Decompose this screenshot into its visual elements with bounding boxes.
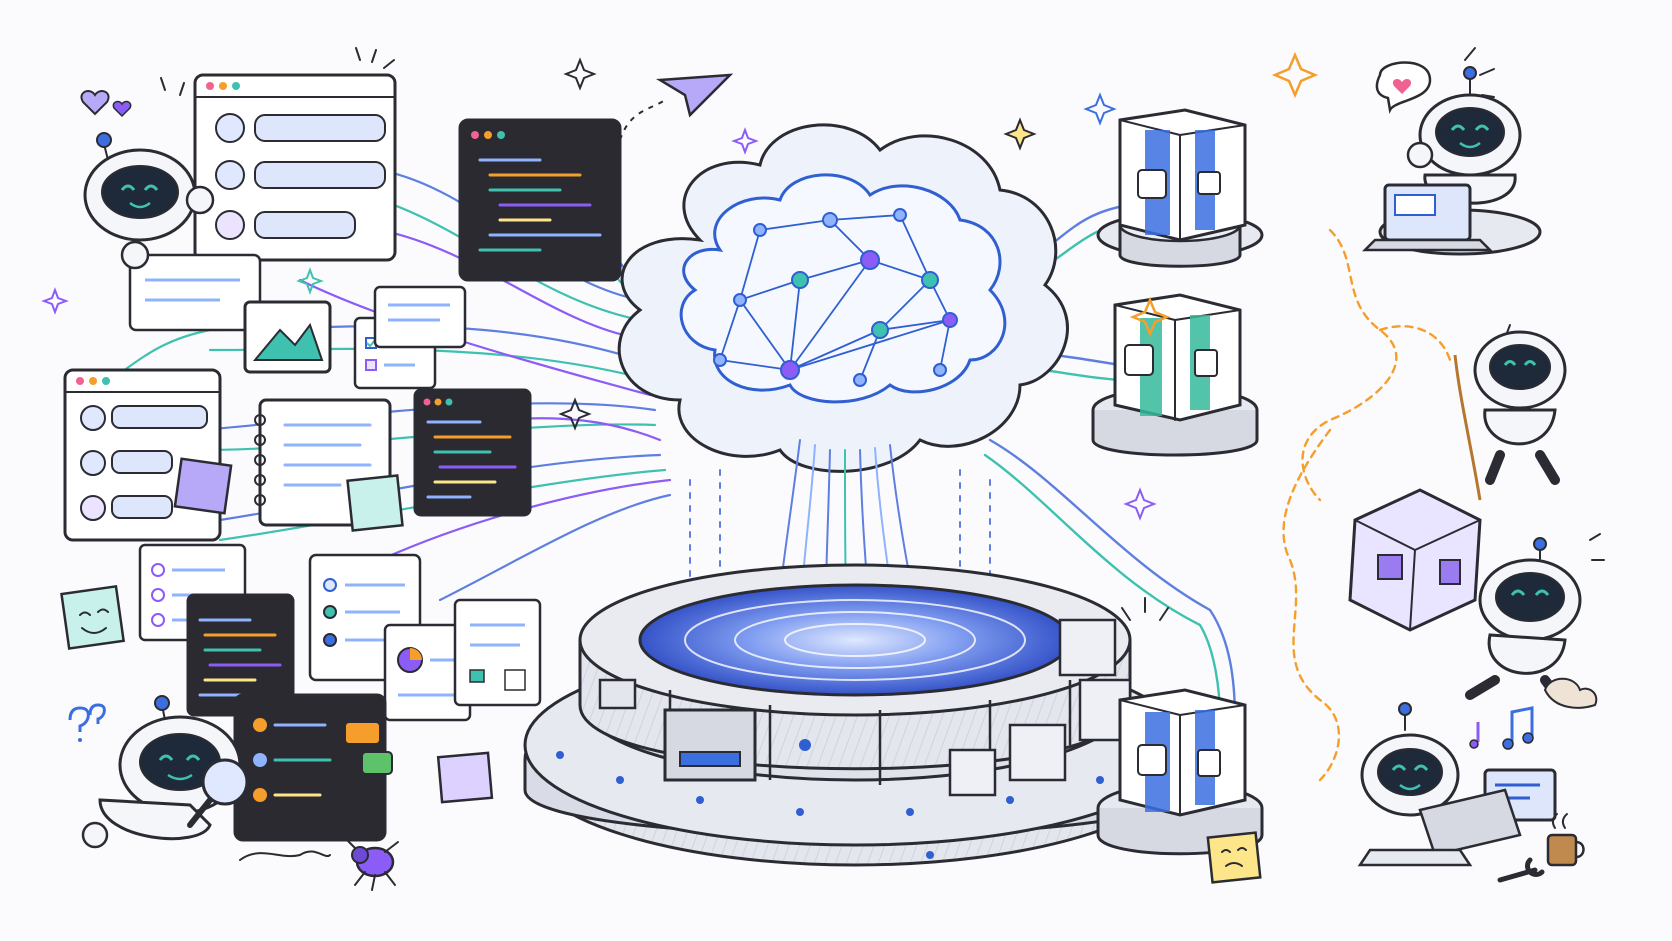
chat-window-icon bbox=[63, 368, 222, 542]
robot-icon bbox=[1465, 537, 1582, 705]
heart-icon bbox=[80, 90, 132, 118]
laptop-icon bbox=[1357, 768, 1557, 867]
brain-network-icon bbox=[617, 123, 1069, 473]
sticky-note-icon bbox=[346, 474, 404, 532]
question-mark-doodle bbox=[68, 703, 106, 742]
package-cube-icon bbox=[1096, 108, 1264, 268]
image-card-icon bbox=[243, 300, 332, 374]
sticky-note-icon bbox=[60, 584, 494, 804]
sparkle-icon bbox=[41, 51, 1319, 521]
list-card-icon bbox=[308, 553, 422, 682]
checklist-icon bbox=[353, 285, 467, 390]
sticky-note-icon bbox=[173, 457, 233, 515]
code-terminal-icon bbox=[458, 118, 622, 282]
laptop-icon bbox=[1361, 183, 1494, 252]
storage-crates bbox=[948, 618, 1132, 797]
music-note-icon bbox=[1469, 706, 1534, 750]
dust-cloud bbox=[1543, 677, 1598, 709]
form-card-icon bbox=[128, 253, 262, 332]
checklist-card-icon bbox=[453, 598, 542, 707]
robot-icon bbox=[83, 132, 215, 270]
code-terminal-icon bbox=[186, 593, 295, 717]
dashed-delivery-paths bbox=[1282, 228, 1452, 782]
bug-icon bbox=[239, 837, 399, 891]
robot-icon bbox=[1453, 324, 1567, 501]
robot-icon bbox=[1360, 702, 1460, 817]
console-block bbox=[598, 678, 757, 782]
chat-window-icon bbox=[193, 73, 397, 262]
magnifier-icon bbox=[187, 758, 249, 828]
code-terminal-icon bbox=[413, 388, 532, 517]
package-cube-icon bbox=[1096, 688, 1264, 856]
fountain-pool-icon bbox=[523, 563, 1187, 867]
paper-plane-icon bbox=[619, 73, 734, 141]
code-terminal-icon bbox=[233, 693, 393, 842]
package-cube-icon bbox=[1348, 488, 1482, 632]
wrench-icon bbox=[1497, 857, 1545, 883]
heart-icon bbox=[1375, 61, 1432, 114]
coffee-mug-icon bbox=[1546, 813, 1585, 867]
sticky-note-icon bbox=[1206, 831, 1262, 884]
package-cube-icon bbox=[1091, 293, 1259, 457]
motion-dashes bbox=[160, 47, 1605, 621]
